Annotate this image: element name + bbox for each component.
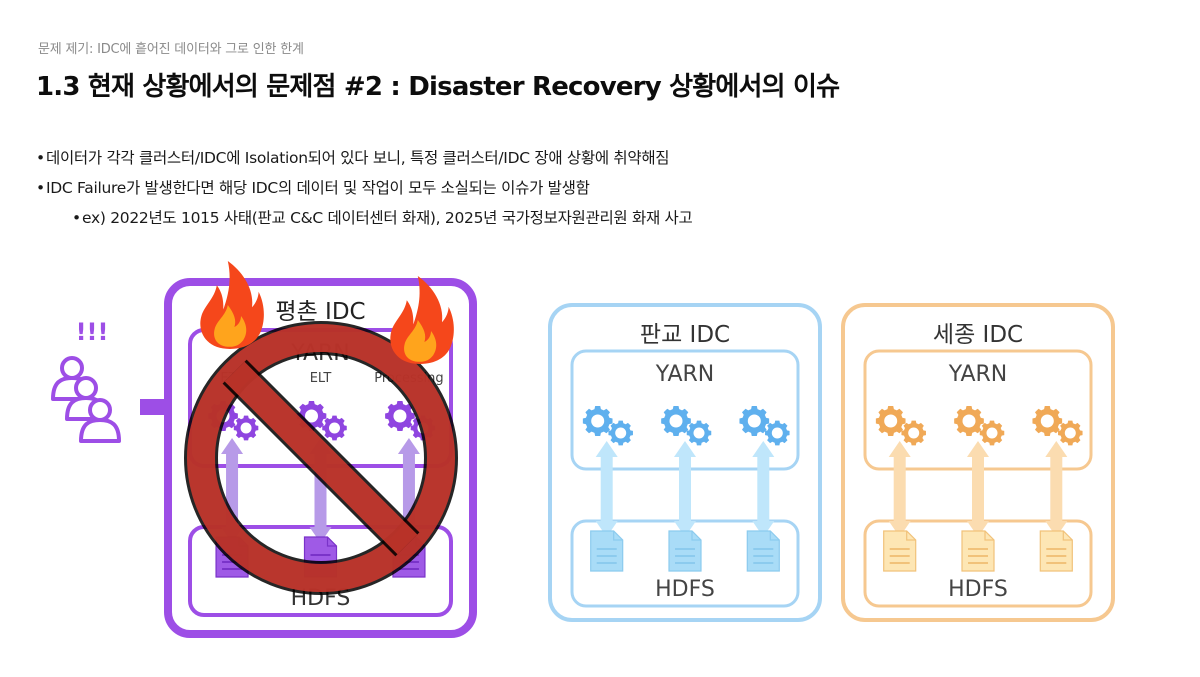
gear-icon: [661, 406, 712, 446]
yarn-label: YARN: [948, 362, 1008, 387]
sync-arrow: [888, 441, 911, 537]
bullet-text: ex) 2022년도 1015 사태(판교 C&C 데이터센터 화재), 202…: [82, 209, 693, 227]
idc-panel: 세종 IDC YARN HDFS: [841, 303, 1115, 622]
users-group: [51, 356, 121, 443]
idc-name: 판교 IDC: [640, 322, 730, 348]
sync-arrow: [752, 441, 775, 537]
idc-name: 세종 IDC: [933, 322, 1023, 348]
gear-icon: [1032, 406, 1083, 446]
sync-arrow: [674, 441, 696, 537]
file-icon: [668, 530, 702, 572]
idc-name: 평촌 IDC: [275, 299, 365, 325]
gear-icon: [739, 406, 790, 446]
bullet-text: IDC Failure가 발생한다면 해당 IDC의 데이터 및 작업이 모두 …: [46, 179, 590, 197]
file-icon: [1039, 530, 1073, 572]
file-icon: [590, 530, 624, 572]
sync-arrow: [967, 441, 989, 537]
sync-arrow: [595, 441, 618, 537]
file-icon: [961, 530, 995, 572]
yarn-label: YARN: [655, 362, 715, 387]
gear-icon: [582, 406, 633, 446]
job-label: ELT: [310, 371, 332, 386]
gear-icon: [296, 401, 347, 441]
bullet-list: •데이터가 각각 클러스터/IDC에 Isolation되어 있다 보니, 특정…: [36, 148, 693, 238]
bullet-text: 데이터가 각각 클러스터/IDC에 Isolation되어 있다 보니, 특정 …: [46, 149, 670, 167]
prohibited-icon: [184, 321, 458, 595]
page-title: 1.3 현재 상황에서의 문제점 #2 : Disaster Recovery …: [36, 72, 840, 102]
idc-panel: 판교 IDC YARN HDFS: [548, 303, 822, 622]
hdfs-label: HDFS: [948, 577, 1008, 602]
sync-arrow: [1045, 441, 1068, 537]
bullet-item: •데이터가 각각 클러스터/IDC에 Isolation되어 있다 보니, 특정…: [36, 149, 670, 167]
gear-icon: [954, 406, 1005, 446]
alert-marks: !!!: [76, 318, 109, 346]
file-icon: [883, 530, 917, 572]
sub-bullet-item: •ex) 2022년도 1015 사태(판교 C&C 데이터센터 화재), 20…: [72, 209, 693, 227]
hdfs-label: HDFS: [655, 577, 715, 602]
gear-icon: [875, 406, 926, 446]
fire-icon: [200, 261, 264, 349]
file-icon: [746, 530, 780, 572]
bullet-item: •IDC Failure가 발생한다면 해당 IDC의 데이터 및 작업이 모두…: [36, 179, 590, 197]
section-kicker: 문제 제기: IDC에 흩어진 데이터와 그로 인한 한계: [38, 42, 304, 57]
